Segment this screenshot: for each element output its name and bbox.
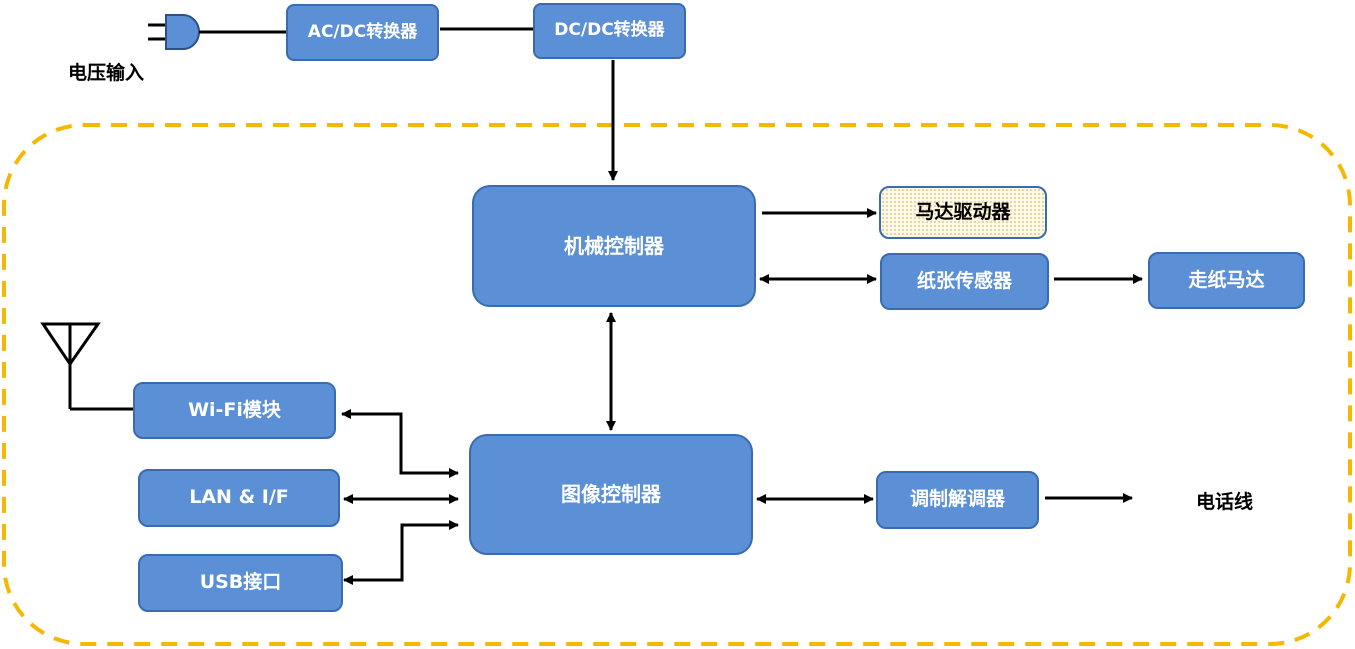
- motor-driver-block: 马达驱动器: [879, 186, 1047, 239]
- wifi-module-block: Wi-Fi模块: [133, 382, 336, 439]
- feed-motor-block: 走纸马达: [1148, 252, 1305, 309]
- acdc-converter-block: AC/DC转换器: [286, 4, 439, 61]
- voltage-input-label: 电压输入: [68, 62, 145, 84]
- modem-block: 调制解调器: [876, 471, 1039, 529]
- dcdc-converter-block: DC/DC转换器: [533, 3, 686, 59]
- system-boundary: [2, 123, 1352, 646]
- power-plug-icon: [148, 14, 200, 50]
- paper-sensor-block: 纸张传感器: [880, 253, 1049, 310]
- antenna-icon: [40, 322, 133, 411]
- arrow-usb-image-ctrl: [343, 520, 459, 585]
- image-controller-block: 图像控制器: [469, 434, 753, 555]
- usb-interface-block: USB接口: [138, 554, 343, 612]
- arrow-wifi-image-ctrl: [341, 409, 459, 478]
- phone-line-label: 电话线: [1196, 491, 1254, 513]
- mechanical-controller-block: 机械控制器: [472, 185, 756, 307]
- lan-interface-block: LAN & I/F: [138, 469, 340, 527]
